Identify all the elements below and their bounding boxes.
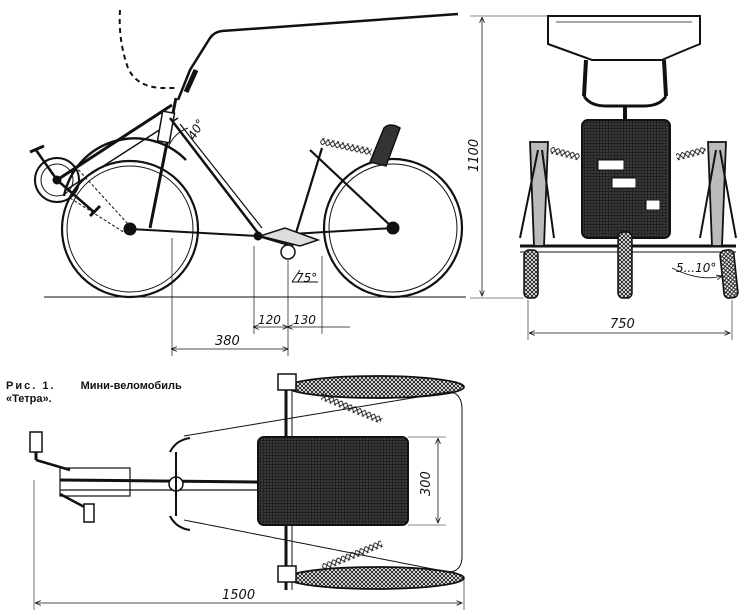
label-dim-1100: 1100 xyxy=(467,139,482,172)
crank-chainring xyxy=(29,144,102,218)
top-view xyxy=(29,373,465,610)
rear-wheel xyxy=(60,159,200,299)
top-outline xyxy=(183,391,463,573)
caption-title: Мини-веломобиль xyxy=(80,380,182,392)
handlebar xyxy=(176,12,459,101)
label-dim-300: 300 xyxy=(419,471,434,496)
front-wheel xyxy=(322,157,464,299)
caption-figure-number: Рис. 1. xyxy=(6,380,56,392)
label-dim-1500: 1500 xyxy=(222,588,255,603)
top-main-beam xyxy=(59,478,259,484)
label-camber: 5...10° xyxy=(676,261,716,275)
front-handlebar xyxy=(582,95,668,108)
chain-lower xyxy=(69,197,126,234)
seat-canopy xyxy=(547,15,701,61)
frame-rear-upright xyxy=(290,147,324,247)
frame-lower-tube xyxy=(129,228,259,237)
label-dim-380: 380 xyxy=(215,334,240,349)
seat-back xyxy=(368,124,401,167)
handlebar-folded-dashed xyxy=(118,9,178,89)
caption-subtitle: «Тетра». xyxy=(6,393,52,405)
top-wheel-upper xyxy=(287,375,465,399)
pivot-point xyxy=(280,244,296,260)
angle-arc-40 xyxy=(167,127,189,149)
angle-arc-75 xyxy=(291,269,318,283)
right-wheel-front xyxy=(719,249,739,299)
label-angle-40: 40° xyxy=(185,117,208,142)
front-view xyxy=(470,15,739,340)
chain-upper xyxy=(74,165,129,225)
suspension-spring xyxy=(319,137,373,156)
figure-caption: Рис. 1. Мини-веломобиль «Тетра». xyxy=(6,380,182,406)
center-wheel-front xyxy=(617,231,633,299)
left-wheel-front xyxy=(523,249,539,299)
top-seat xyxy=(257,436,409,526)
label-angle-75: 75° xyxy=(296,271,317,285)
left-strut xyxy=(529,141,549,247)
label-dim-130: 130 xyxy=(293,313,316,327)
camber-arc xyxy=(671,267,722,278)
seat xyxy=(257,227,321,247)
label-dim-750: 750 xyxy=(610,317,635,332)
handlebar-tiller xyxy=(183,68,199,94)
side-view xyxy=(29,9,466,356)
label-dim-120: 120 xyxy=(258,313,281,327)
main-frame-tube xyxy=(169,117,259,234)
right-strut xyxy=(707,141,727,247)
